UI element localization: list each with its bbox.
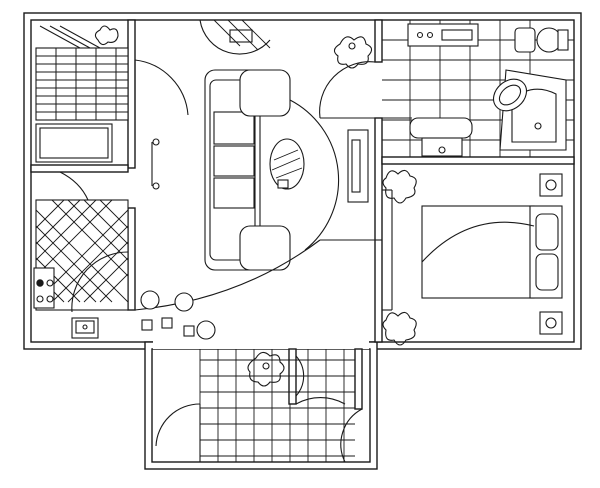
storage-door [134,59,189,120]
living-room-door [134,61,376,311]
wall-lamp [151,138,160,190]
tv-stand [347,129,369,203]
balcony-doors [155,355,363,463]
nightstands [539,173,563,335]
window-top [199,19,271,55]
washing-machine [407,23,479,47]
interior-walls [30,19,575,410]
bed [421,205,563,299]
potted-plant-living [333,36,373,69]
stove [33,267,55,309]
bedroom-wardrobe [382,189,393,311]
bathtub [492,69,567,151]
potted-plant-balcony [247,351,285,387]
oval-coffee-table [269,99,340,251]
dining-stools [140,290,216,340]
bookshelf [35,25,129,163]
potted-plants-bedroom [382,169,417,346]
washbasin [409,117,473,157]
kitchen-door [71,251,129,313]
toilet [514,27,569,53]
sofa [204,69,291,271]
sink [71,317,99,339]
